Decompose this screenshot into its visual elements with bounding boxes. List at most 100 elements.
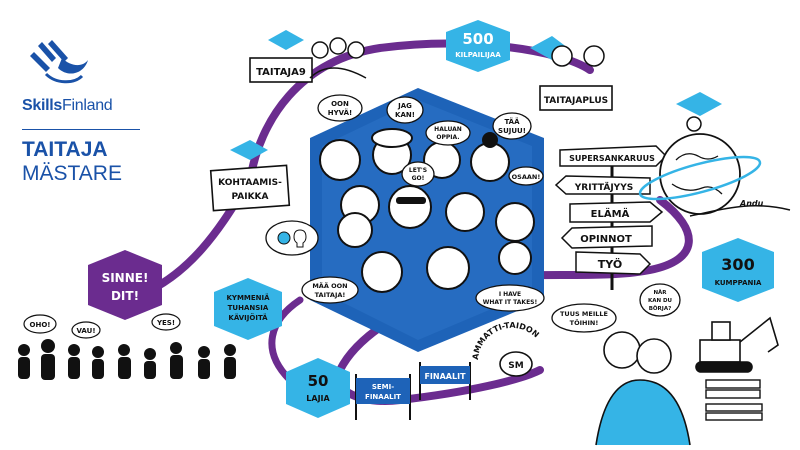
bubble-yes: YES! <box>151 313 181 331</box>
bubble-i-have: I HAVE WHAT IT TAKES! <box>475 284 545 312</box>
meeting-place-line2: PAIKKA <box>232 192 269 202</box>
bubble-maa-line2: TAITAJA! <box>315 291 346 299</box>
visitors-line2: TUHANSIA <box>228 304 269 312</box>
competitors-label: KILPAILIJAA <box>455 51 501 59</box>
bubble-yes-text: YES! <box>156 319 175 327</box>
excavator-icon <box>695 316 779 373</box>
bubble-oon-hyva-line1: OON <box>331 100 349 108</box>
bubble-haluan: HALUAN OPPIA. <box>425 120 471 146</box>
signpost-label-4: TYÖ <box>598 257 622 271</box>
taitajaplus-label: TAITAJAPLUS <box>544 96 608 106</box>
lightbulb-icon <box>293 229 307 248</box>
employers-group <box>595 331 691 446</box>
artist-signature: Andu <box>739 199 764 208</box>
idea-cloud <box>265 220 319 256</box>
bubble-osaan-text: OSAAN! <box>512 173 541 181</box>
finals-banner: FINAALIT <box>419 362 471 400</box>
bubble-tuus-line2: TÖIHIN! <box>570 318 599 327</box>
bubble-haluan-line1: HALUAN <box>434 126 462 133</box>
bubble-nar-line2: KAN DU <box>648 298 672 304</box>
signpost-arrow-1: YRITTÄJYYS <box>554 175 651 195</box>
bubble-osaan: OSAAN! <box>508 166 544 186</box>
taitaja9-sign: TAITAJA9 <box>249 30 313 83</box>
meeting-place-line1: KOHTAAMIS- <box>218 178 282 188</box>
bubble-lets-go: LET'S GO! <box>401 161 435 187</box>
signpost-label-0: SUPERSANKARUUS <box>569 154 655 163</box>
competitors-badge: 500 KILPAILIJAA <box>446 20 510 72</box>
finals-label: FINAALIT <box>424 372 466 381</box>
semifinals-line1: SEMI- <box>372 383 394 391</box>
bubble-jag-kan-line2: KAN! <box>395 111 415 119</box>
signpost-arrow-3: OPINNOT <box>560 225 653 249</box>
events-count: 50 <box>308 372 329 390</box>
skills-finland-logo-icon <box>30 40 88 84</box>
bubble-vau: VAU! <box>71 321 101 339</box>
bubble-taa-line1: TÄÄ <box>504 117 520 126</box>
bubble-haluan-line2: OPPIA. <box>436 134 459 141</box>
visitors-badge: KYMMENIÄ TUHANSIA KÄVIJÖITÄ <box>214 278 282 340</box>
partners-count: 300 <box>721 255 754 274</box>
gear-icon <box>277 231 291 245</box>
bubble-oho: OHO! <box>23 314 57 334</box>
faces-group <box>319 135 535 293</box>
taitaja9-label: TAITAJA9 <box>256 67 306 78</box>
sm-badge-text: SM <box>508 361 523 371</box>
visitor-bubbles: OHO! VAU! YES! <box>23 313 181 339</box>
bubble-oho-text: OHO! <box>30 321 51 329</box>
bubble-taa-sujuu: TÄÄ SUJUU! <box>492 112 532 140</box>
meeting-place-sign: KOHTAAMIS- PAIKKA <box>209 140 291 212</box>
orbit-ring <box>638 155 762 201</box>
signpost-arrow-0: SUPERSANKARUUS <box>559 145 668 167</box>
visitors-line1: KYMMENIÄ <box>226 293 270 302</box>
taitajaplus-sign: TAITAJAPLUS <box>530 36 613 111</box>
events-badge: 50 LAJIA <box>286 358 350 418</box>
bubble-maa-line1: MÄÄ OON <box>312 281 347 290</box>
person-on-globe <box>686 116 702 132</box>
bubble-have-line1: I HAVE <box>499 291 521 298</box>
signpost-arrow-2: ELÄMÄ <box>569 201 664 223</box>
brand-divider <box>22 129 140 130</box>
bubble-nar-line1: NÄR <box>653 289 667 296</box>
brand-name: SkillsFinland <box>22 97 162 115</box>
journey-path-lower <box>268 296 304 384</box>
sm-badge: AMMATTI-TAIDON SM <box>471 321 541 377</box>
visitors-line3: KÄVIJÖITÄ <box>228 313 268 322</box>
bubble-jag-kan-line1: JAG <box>397 102 412 110</box>
brand-name-bold: Skills <box>22 97 63 114</box>
brand-title-line2: MÄSTARE <box>22 162 122 185</box>
bubble-nar-line3: BÖRJA? <box>649 305 672 312</box>
come-here-line1: SINNE! <box>102 271 149 285</box>
signpost-arrow-4: TYÖ <box>575 251 652 275</box>
bubble-nar-kan-du: NÄR KAN DU BÖRJA? <box>639 283 681 317</box>
visitor-silhouettes <box>18 339 236 380</box>
lumber-pile-icon <box>705 379 763 421</box>
bubble-tuus-line1: TUUS MEILLE <box>560 310 608 318</box>
come-here-badge: SINNE! DIT! <box>88 250 162 320</box>
globe: Andu <box>638 92 791 217</box>
signpost-label-3: OPINNOT <box>580 234 632 245</box>
come-here-line2: DIT! <box>111 289 139 303</box>
bubble-jag-kan: JAG KAN! <box>386 96 424 124</box>
bubble-vau-text: VAU! <box>76 327 95 335</box>
bubble-oon-hyva-line2: HYVÄ! <box>328 108 352 117</box>
group-taitaja9-people <box>309 37 367 79</box>
partners-label: KUMPPANIA <box>715 279 762 287</box>
signpost: SUPERSANKARUUS YRITTÄJYYS ELÄMÄ OPINNOT … <box>554 145 668 290</box>
events-label: LAJIA <box>306 394 330 403</box>
brand-block: SkillsFinland TAITAJA MÄSTARE <box>22 38 162 186</box>
bubble-tuus-meille: TUUS MEILLE TÖIHIN! <box>551 303 617 333</box>
semifinals-banner: SEMI- FINAALIT <box>355 374 411 420</box>
bubble-lets-go-line1: LET'S <box>409 167 427 174</box>
partners-badge: 300 KUMPPANIA <box>702 238 774 302</box>
brand-name-light: Finland <box>62 97 113 114</box>
competitors-count: 500 <box>462 30 493 48</box>
brand-title-line1: TAITAJA <box>22 138 108 161</box>
employer-bubbles: TUUS MEILLE TÖIHIN! NÄR KAN DU BÖRJA? <box>551 283 681 333</box>
bubble-taa-line2: SUJUU! <box>498 127 526 135</box>
bubble-have-line2: WHAT IT TAKES! <box>483 299 538 306</box>
bubble-maa-oon-taitaja: MÄÄ OON TAITAJA! <box>301 276 359 304</box>
semifinals-line2: FINAALIT <box>365 393 401 401</box>
bubble-oon-hyva: OON HYVÄ! <box>317 94 363 122</box>
